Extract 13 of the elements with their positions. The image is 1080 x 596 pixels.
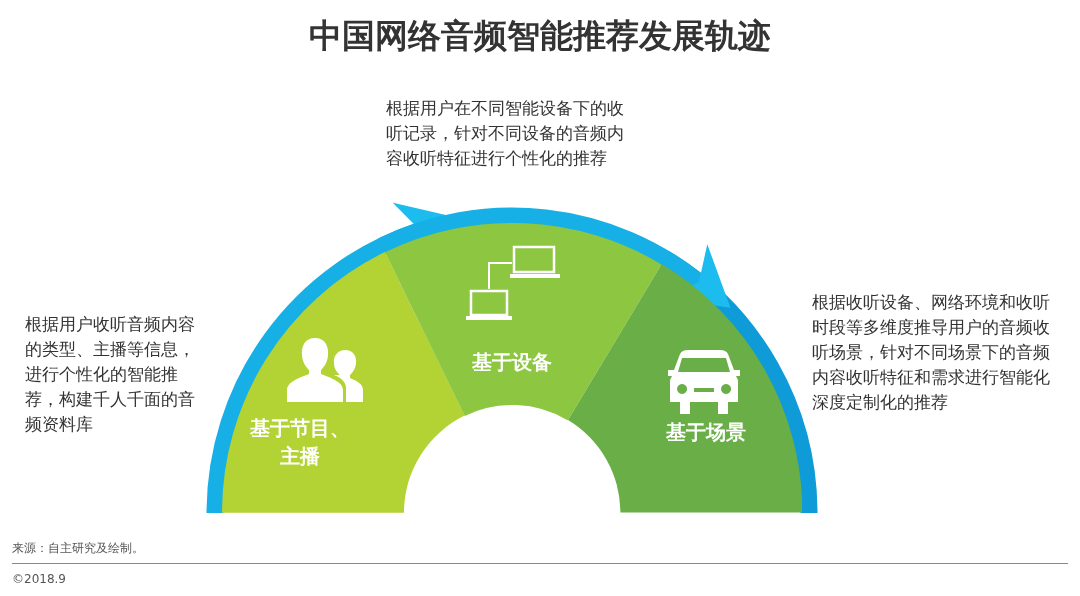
sector-segment [384,223,662,421]
copyright-note: ©2018.9 [12,572,66,586]
description-text: 根据用户收听音频内容的类型、主播等信息，进行个性化的智能推荐，构建千人千面的音频资料库 [25,314,196,436]
source-note: 来源：自主研究及绘制。 [12,540,144,557]
arc-arrow [378,207,732,306]
title: 中国网络音频智能推荐发展轨迹 [308,15,772,57]
segment-label: 基于场景 [665,419,747,446]
sector-segment [567,264,802,513]
description-text: 根据收听设备、网络环境和收听时段等多维度推导用户的音频收听场景，针对不同场景下的音频内容收听特征和需求进行智能化深度定制化的推荐 [812,292,1051,414]
description-text: 根据用户在不同智能设备下的收听记录，针对不同设备的音频内容收听特征进行个性化的推荐 [386,98,625,170]
sector-segment [222,252,465,513]
segment-label: 基于设备 [471,349,553,376]
segment-label: 基于节目、主播 [249,415,351,470]
